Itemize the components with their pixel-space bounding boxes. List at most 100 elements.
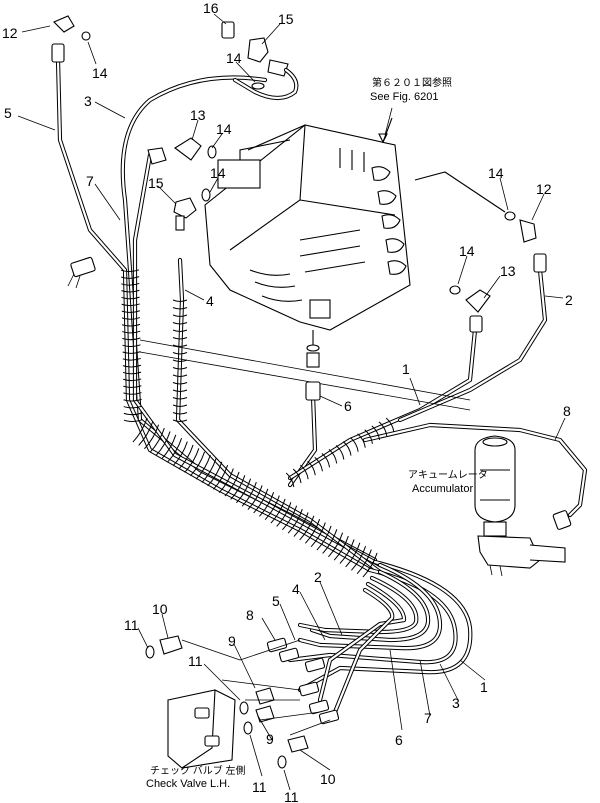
wrap-band	[321, 452, 331, 468]
wrap-band	[385, 417, 395, 433]
wrap-band	[335, 445, 345, 460]
wrap-band	[292, 468, 302, 484]
wrap-band	[172, 322, 188, 325]
wrap-band	[184, 448, 200, 473]
wrap-band	[178, 444, 194, 470]
wrap-band	[276, 502, 292, 527]
wrap-band	[172, 419, 188, 422]
callout-14-valve-a: 14	[216, 121, 232, 137]
wrap-band	[172, 367, 188, 370]
wrap-band	[122, 344, 141, 347]
wrap-band	[230, 475, 246, 500]
wrap-band	[364, 429, 373, 444]
fig-reference-en: See Fig. 6201	[370, 91, 439, 103]
wrap-band	[172, 299, 188, 302]
wrap-band	[122, 330, 141, 334]
wrap-band	[300, 464, 309, 480]
wrap-band	[241, 481, 257, 507]
check-valve-label-en: Check Valve L.H.	[146, 778, 230, 790]
wrap-band	[299, 515, 315, 541]
wrap-band	[236, 478, 252, 504]
wrap-band	[316, 525, 332, 551]
fittings	[51, 15, 547, 769]
callout-5-low: 5	[272, 593, 280, 609]
wrap-band	[285, 472, 295, 488]
callout-13-top: 13	[190, 107, 206, 123]
wrap-band	[218, 468, 234, 494]
wrap-band	[121, 282, 140, 286]
callout-14-mid-top: 14	[226, 50, 242, 66]
wrap-band	[195, 454, 211, 480]
wrap-band	[144, 424, 160, 450]
wrap-band	[132, 417, 148, 443]
wrap-band	[122, 364, 142, 368]
callout-9-top: 9	[228, 633, 236, 649]
wrap-band	[121, 323, 141, 327]
callout-10-top: 10	[152, 601, 168, 617]
callout-5-top: 5	[4, 105, 12, 121]
wrap-band	[172, 382, 188, 385]
wrap-band	[378, 421, 388, 437]
wrap-band	[123, 419, 143, 422]
wrap-band	[356, 549, 372, 575]
wrap-band	[253, 488, 269, 514]
wrap-band	[172, 397, 188, 400]
callout-8-right: 8	[563, 403, 571, 419]
wrap-band	[305, 519, 321, 544]
wrap-band	[351, 546, 367, 571]
callout-1-mid: 1	[402, 361, 410, 377]
callout-14-top-left: 14	[92, 65, 108, 81]
callout-15-top: 15	[278, 11, 294, 27]
callout-3-top: 3	[84, 93, 92, 109]
accumulator-label-en: Accumulator	[412, 483, 473, 495]
wrap-band	[201, 458, 217, 483]
wrap-band	[121, 289, 140, 293]
wrap-band	[167, 438, 183, 463]
wrap-band	[121, 310, 140, 313]
callout-12-top-left: 12	[2, 25, 18, 41]
wrap-band	[270, 498, 286, 524]
wrap-band	[172, 307, 188, 310]
wrap-band	[207, 461, 223, 487]
callout-labels: 12 14 5 3 7 16 15 14 13 14 14 15 4 14 12…	[2, 0, 573, 803]
wrap-band	[342, 441, 352, 456]
wrap-band	[155, 431, 171, 456]
wrap-band	[172, 352, 188, 355]
wrap-band	[172, 404, 188, 407]
reference-notes: 第６２０１図参照 See Fig. 6201 アキュームレータ Accumula…	[146, 76, 488, 790]
wrap-band	[328, 449, 338, 464]
callout-14-right-top: 14	[488, 165, 504, 181]
callout-16: 16	[203, 0, 219, 16]
spiral-wrap	[120, 269, 395, 578]
callout-8-low: 8	[246, 607, 254, 623]
callout-10-low: 10	[320, 771, 336, 787]
check-valve-label-jp: チェック バルブ 左側	[150, 764, 246, 777]
wrap-band	[172, 412, 188, 415]
callout-14-right-low: 14	[459, 243, 475, 259]
callout-6-mid: 6	[344, 398, 352, 414]
callout-6-low: 6	[395, 732, 403, 748]
wrap-band	[172, 337, 188, 340]
callout-3-low: 3	[452, 695, 460, 711]
wrap-band	[350, 437, 359, 452]
callout-12-right: 12	[536, 181, 552, 197]
valve-spools	[249, 148, 407, 319]
callout-4-low: 4	[292, 581, 300, 597]
wrap-band	[121, 303, 140, 307]
wrap-band	[247, 485, 263, 510]
wrap-band	[213, 465, 229, 490]
wrap-band	[307, 460, 316, 476]
wrap-band	[149, 427, 165, 453]
wrap-band	[172, 329, 188, 332]
wrap-band	[328, 532, 344, 558]
wrap-band	[322, 529, 338, 554]
callout-1-low: 1	[480, 679, 488, 695]
callout-7-top: 7	[86, 173, 94, 189]
wrap-band	[172, 441, 188, 467]
callout-11-low-b: 11	[284, 789, 299, 803]
wrap-band	[264, 495, 280, 521]
wrap-band	[123, 405, 142, 409]
wrap-band	[259, 492, 275, 517]
accumulator	[474, 435, 572, 577]
